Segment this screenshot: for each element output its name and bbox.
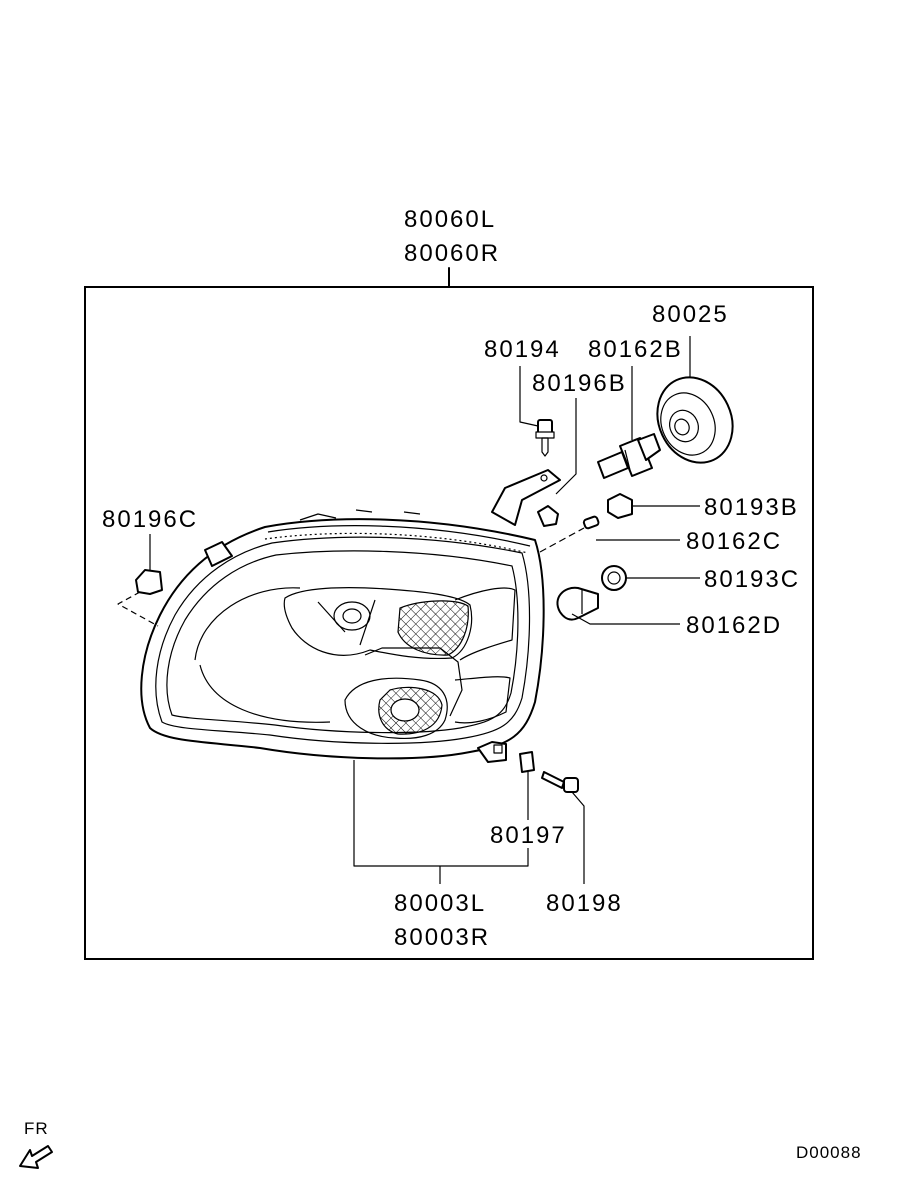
screw-80198 [541, 771, 579, 793]
front-direction-arrow-icon [19, 1145, 53, 1169]
label-80198: 80198 [546, 890, 623, 917]
label-80194: 80194 [484, 336, 561, 363]
headlamp-housing [140, 469, 561, 763]
leader-80194 [519, 366, 539, 427]
socket-80193B [607, 493, 633, 519]
label-80162C: 80162C [686, 528, 783, 555]
leader-80162D [571, 613, 680, 625]
leader-80198 [571, 791, 585, 884]
diagram-code: D00088 [796, 1143, 862, 1162]
label-80162B: 80162B [588, 336, 683, 363]
label-80025: 80025 [652, 301, 729, 328]
label-80193B: 80193B [704, 494, 799, 521]
label-80193C: 80193C [704, 566, 801, 593]
label-80197: 80197 [490, 822, 567, 849]
bulb-80162D [556, 586, 599, 621]
leader-80196B [555, 398, 577, 495]
bulb-80162C [582, 515, 600, 530]
housing-part-left: 80003L [394, 890, 487, 917]
label-80196B: 80196B [532, 370, 627, 397]
leader-80003 [353, 760, 529, 884]
dash-80162C [539, 527, 585, 553]
housing-part-right: 80003R [394, 924, 491, 951]
label-80196C: 80196C [102, 506, 199, 533]
label-80162D: 80162D [686, 612, 783, 639]
assembly-part-right: 80060R [404, 240, 501, 267]
rubber-cap-80025 [656, 376, 734, 464]
clip-80196B [537, 505, 559, 527]
dash-80196C [117, 591, 159, 627]
bulb-80162B [597, 433, 661, 479]
clip-80196C [135, 569, 163, 595]
nut-80197 [519, 751, 535, 773]
bolt-80194 [535, 419, 555, 457]
socket-80193C [601, 565, 627, 591]
assembly-part-left: 80060L [404, 206, 497, 233]
orientation-label: FR [24, 1119, 49, 1138]
